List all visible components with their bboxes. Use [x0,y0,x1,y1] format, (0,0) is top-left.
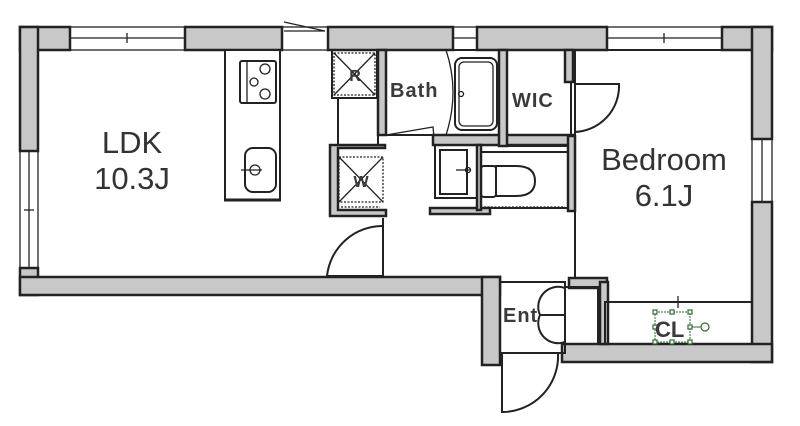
windows [19,21,773,269]
bedroom-size: 6.1J [635,178,694,213]
entrance: Ent [499,281,566,354]
fridge-label: R [349,68,361,85]
wic-label: WIC [512,90,554,112]
fridge-area: R [328,48,388,218]
doors [325,83,621,414]
resize-handle[interactable] [687,339,693,345]
entrance-closet-door-icon [537,285,566,345]
toilet-icon [495,165,537,197]
resize-handle[interactable] [669,309,675,315]
wic-door-icon [573,83,621,133]
kitchen-counter [224,49,281,202]
resize-handle[interactable] [687,309,693,315]
washroom [341,143,569,216]
ldk-door-icon [325,224,384,277]
toilet-tank-icon [480,165,497,198]
resize-handle[interactable] [652,309,658,315]
bedroom-label: Bedroom [601,142,727,177]
washer-area: W [338,156,384,203]
washer-label: W [353,174,369,191]
washbasin-icon [439,149,468,195]
wic-room: WIC [497,48,575,148]
entrance-label: Ent [503,305,538,327]
fridge-icon [333,52,376,96]
ldk-label: LDK [102,125,163,160]
resize-handle[interactable] [687,324,693,330]
closet: CL [604,296,753,345]
entrance-door-icon [501,352,560,414]
closet-label: CL [655,317,684,342]
bath-label: Bath [390,80,438,102]
bathtub-icon [454,57,498,131]
resize-handle[interactable] [652,339,658,345]
ldk-size: 10.3J [94,161,170,196]
washer-icon [338,156,384,203]
resize-handle[interactable] [669,339,675,345]
rotate-handle[interactable] [700,322,710,332]
resize-handle[interactable] [652,324,658,330]
